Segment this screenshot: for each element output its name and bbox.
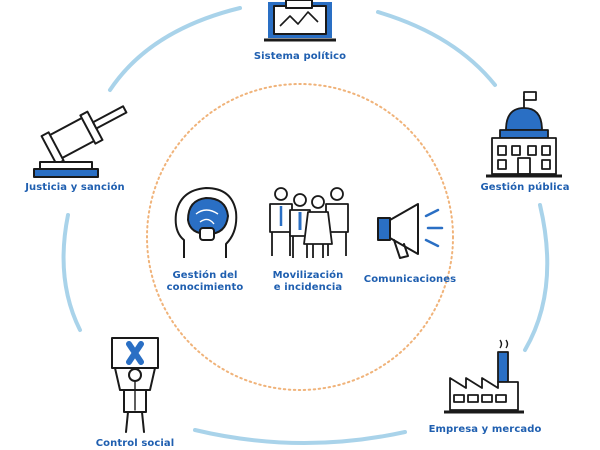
ring-arc-top-right — [376, 10, 497, 87]
label-movilizacion-incidencia: Movilización e incidencia — [258, 270, 358, 294]
people-group-icon — [269, 187, 349, 258]
label-sistema-politico: Sistema político — [253, 51, 347, 62]
label-movilizacion-line-2: e incidencia — [273, 282, 343, 293]
label-comunicaciones-line-1: Comunicaciones — [363, 274, 457, 285]
label-gestion-conocimiento-line-1: Gestión del — [172, 270, 238, 281]
ring-arc-right — [523, 203, 550, 352]
ring-arc-top-left — [108, 6, 242, 92]
label-control-social: Control social — [95, 438, 175, 449]
inner-dotted-circle — [146, 83, 454, 391]
megaphone-icon — [377, 203, 444, 259]
protester-sign-icon — [111, 337, 159, 433]
gavel-icon — [33, 105, 128, 178]
label-comunicaciones: Comunicaciones — [355, 274, 465, 286]
label-gestion-conocimiento: Gestión del conocimiento — [155, 270, 255, 294]
ring-arc-left — [61, 213, 82, 332]
government-building-icon — [486, 91, 562, 178]
ballot-box-icon — [264, 0, 336, 42]
label-gestion-conocimiento-line-2: conocimiento — [166, 282, 244, 293]
label-movilizacion-line-1: Movilización — [272, 270, 344, 281]
brain-head-icon — [174, 187, 238, 258]
outer-ring — [61, 6, 550, 446]
label-gestion-publica: Gestión pública — [480, 182, 570, 193]
factory-icon — [444, 339, 524, 414]
ring-arc-bottom — [193, 428, 407, 446]
label-empresa-mercado: Empresa y mercado — [428, 424, 542, 435]
label-justicia-sancion: Justicia y sanción — [25, 182, 125, 193]
